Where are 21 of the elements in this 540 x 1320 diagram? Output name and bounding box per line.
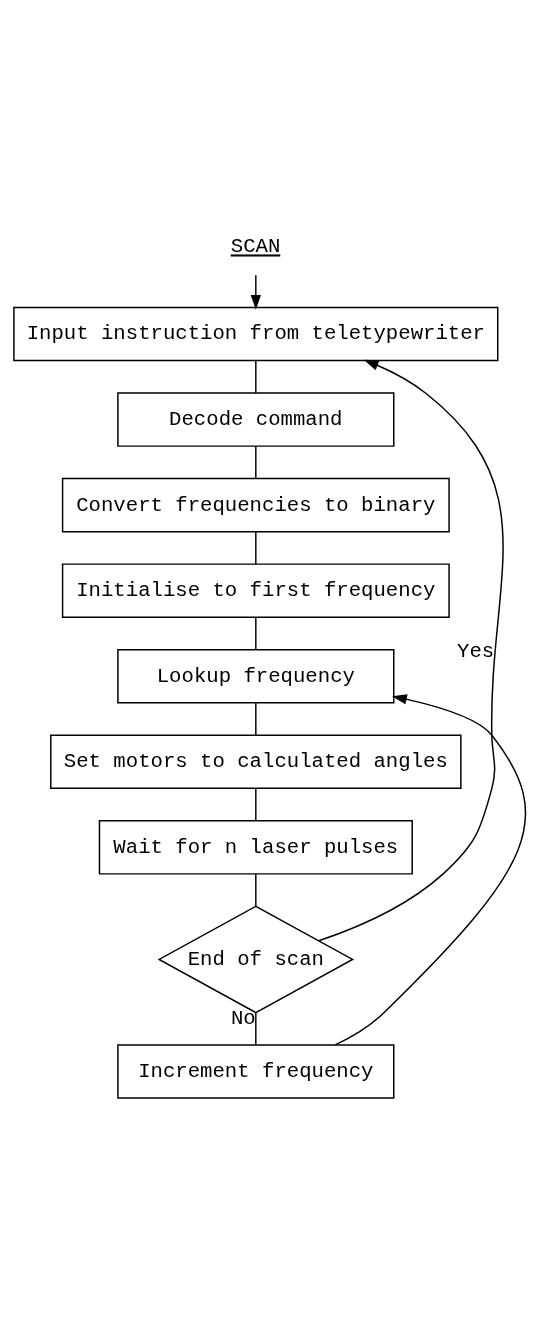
connector [255, 616, 257, 651]
connector [255, 873, 257, 907]
node-box: Convert frequencies to binary [61, 477, 450, 533]
arrow [250, 274, 261, 310]
node-box: Increment frequency [117, 1044, 395, 1099]
edge-label: Yes [457, 640, 495, 664]
node-box: Decode command [117, 392, 395, 447]
connector [255, 531, 257, 565]
arrow [334, 694, 527, 1046]
node-box: Lookup frequency [117, 648, 395, 704]
node-box: Wait for n laser pulses [98, 820, 413, 875]
connector [255, 360, 257, 394]
node-box: Set motors to calculated angles [50, 734, 462, 790]
node-box: Input instruction from teletypewriter [13, 306, 499, 362]
connector [255, 787, 257, 822]
node-box: Initialise to first frequency [61, 563, 450, 618]
connector [255, 445, 257, 480]
arrow [318, 359, 504, 942]
node-text: SCAN [230, 235, 281, 259]
connector [255, 702, 257, 736]
connector [255, 1012, 257, 1046]
